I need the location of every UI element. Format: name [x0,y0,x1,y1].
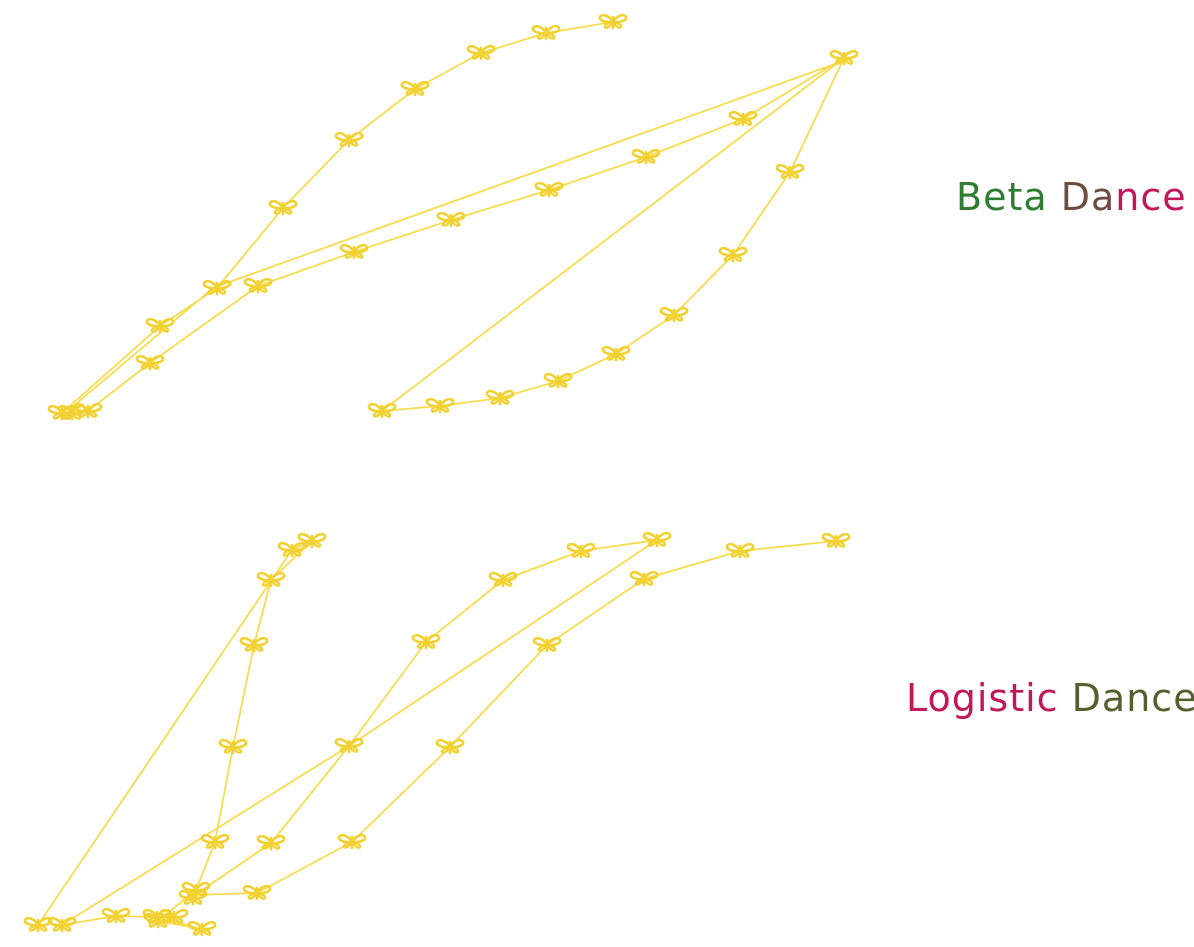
label-space [1059,676,1072,720]
label-space [1048,175,1061,219]
butterfly-icon [598,13,628,30]
beta-dance-trail [56,21,847,415]
butterfly-icon [256,571,286,588]
butterfly-icon [566,542,596,559]
butterfly-icon [334,737,364,754]
butterfly-icon [631,148,661,165]
butterfly-icon [23,916,53,933]
label-word: Beta [956,175,1048,219]
butterfly-icon [101,907,131,924]
butterfly-icon [339,243,369,260]
label-word: Da [1060,175,1116,219]
butterfly-icon [337,833,367,850]
butterfly-icon [436,211,466,228]
butterfly-icon [485,389,515,406]
beta-dance-butterflies [47,13,859,421]
butterfly-icon [239,636,269,653]
butterfly-icon [268,199,298,216]
beta-dance-path [56,21,847,415]
butterfly-icon [297,532,327,549]
butterfly-icon [243,277,273,294]
butterfly-icon [142,908,172,925]
butterfly-icon [145,317,175,334]
butterfly-icon [718,246,748,263]
butterfly-icon [466,44,496,61]
butterfly-icon [425,397,455,414]
logistic-dance-trail [37,539,837,930]
logistic-dance-label: Logistic Dance [906,676,1194,720]
butterfly-icon [200,833,230,850]
butterfly-icon [829,49,859,66]
butterfly-icon [256,834,286,851]
butterfly-icon [435,738,465,755]
butterfly-icon [534,181,564,198]
butterfly-icon [725,542,755,559]
butterfly-icon [659,306,689,323]
logistic-dance-butterflies [23,531,851,937]
butterfly-icon [531,24,561,41]
label-word: Logistic [906,676,1059,720]
butterfly-icon [821,532,851,549]
label-word: nce [1115,175,1187,219]
beta-dance-label: Beta Dance [956,175,1187,219]
butterfly-icon [367,402,397,419]
butterfly-icon [334,131,364,148]
logistic-dance-path [37,539,837,930]
butterfly-icon [532,636,562,653]
butterfly-icon [775,163,805,180]
butterfly-icon [601,345,631,362]
butterfly-icon [488,571,518,588]
butterfly-icon [629,570,659,587]
label-word: Dance [1071,676,1194,720]
butterfly-icon [187,920,217,937]
butterfly-icon [135,354,165,371]
butterfly-icon [218,738,248,755]
butterfly-icon [411,633,441,650]
butterfly-icon [642,531,672,548]
